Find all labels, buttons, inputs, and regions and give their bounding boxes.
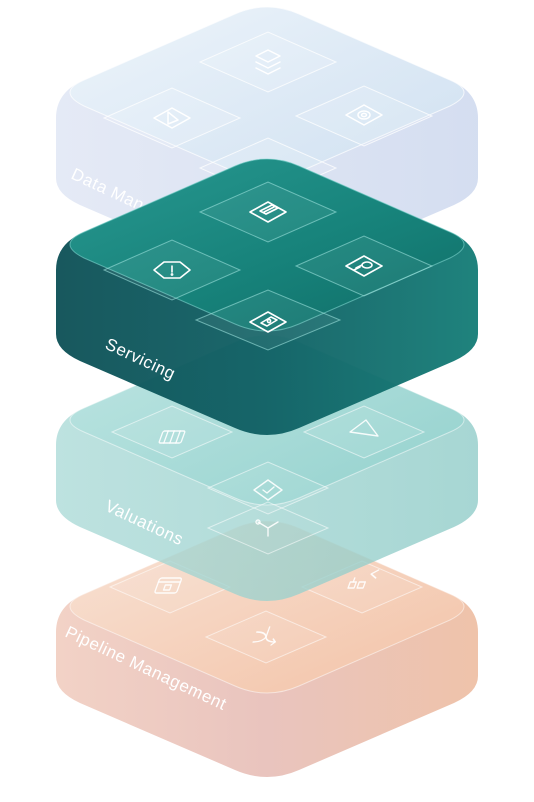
alert-octagon-icon — [153, 261, 191, 279]
stack-icon — [255, 49, 281, 75]
branch-icon — [255, 519, 279, 537]
layer-data-management: Data Management — [56, 6, 478, 279]
tile — [102, 87, 242, 149]
gear-icon — [345, 104, 383, 126]
tile — [206, 461, 330, 515]
tile — [110, 405, 234, 459]
tile — [198, 181, 338, 243]
calculator-icon — [158, 430, 186, 444]
workflow-icon — [347, 569, 380, 589]
document-icon — [249, 201, 287, 223]
id-card-icon — [249, 311, 287, 333]
profile-card-icon — [345, 255, 383, 277]
checkmark-badge-icon — [253, 479, 283, 501]
triangle-icon — [349, 419, 379, 437]
layer-top-face — [69, 158, 465, 332]
tile — [294, 235, 434, 297]
shuffle-icon — [252, 626, 276, 646]
layer-top-face — [69, 6, 465, 180]
play-triangle-icon — [153, 107, 191, 129]
folder-icon — [154, 577, 183, 594]
layer-servicing: Servicing — [56, 158, 478, 435]
tile — [302, 405, 426, 459]
